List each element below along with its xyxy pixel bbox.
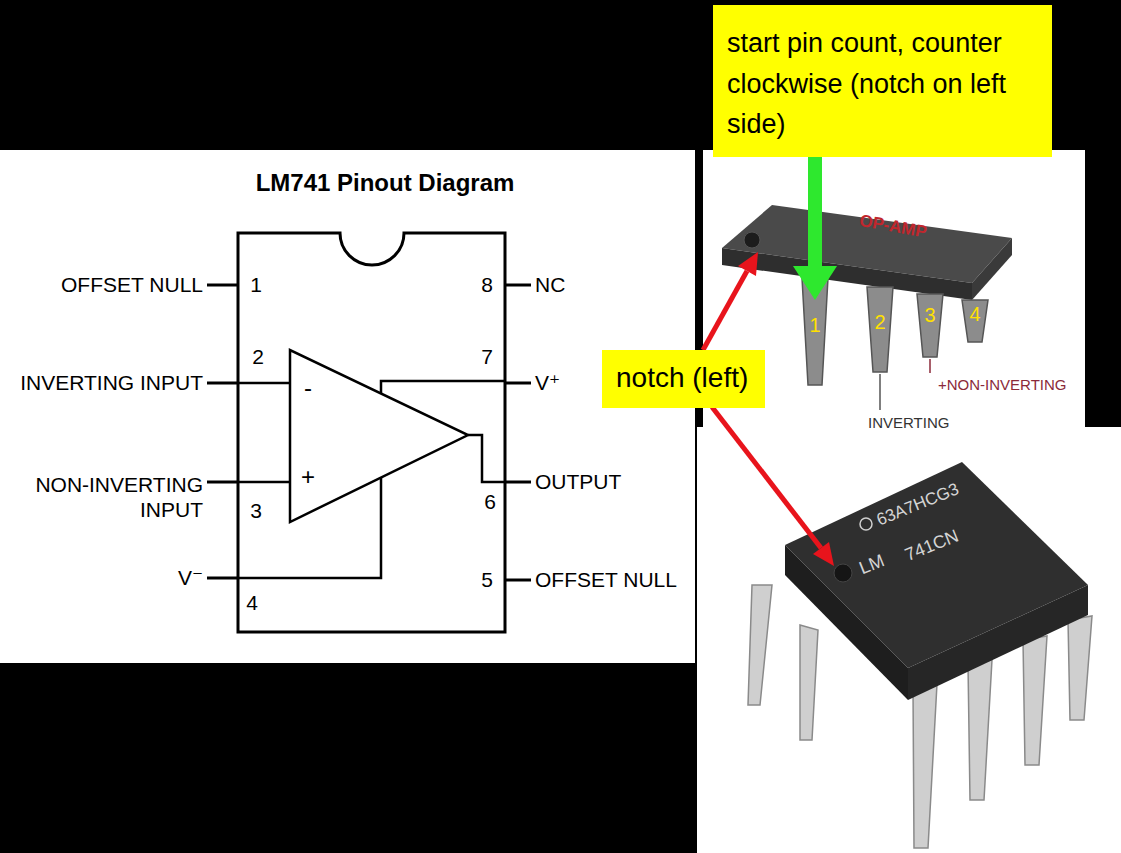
chip-marking: 741CN — [902, 525, 962, 566]
pinout-panel — [0, 150, 695, 663]
pin-number: 4 — [969, 302, 980, 326]
pin-number: 3 — [924, 303, 935, 327]
pin-name: INVERTING INPUT — [20, 370, 203, 395]
pin-number: 5 — [481, 567, 493, 592]
photo-panel — [697, 427, 1121, 853]
ic-outline — [238, 233, 505, 632]
pin-name: V⁺ — [535, 370, 560, 395]
chip-marking: 63A7HCG3 — [874, 479, 962, 530]
pin-name: OFFSET NULL — [535, 567, 677, 592]
chip-marking: LM — [856, 550, 887, 579]
input-sign: - — [304, 374, 312, 403]
chip-marking: OP-AMP — [858, 211, 929, 243]
red-arrows — [703, 252, 834, 566]
pin-name: OUTPUT — [535, 469, 621, 494]
pin-number: 1 — [809, 313, 820, 337]
pin-number: 7 — [481, 344, 493, 369]
callout-text: notch (left) — [616, 358, 748, 397]
pin-name: NC — [535, 272, 565, 297]
callout-box: start pin count, counter clockwise (notc… — [713, 5, 1052, 157]
pin-stubs — [207, 285, 531, 580]
pin-name: V⁻ — [178, 565, 203, 590]
pin-number: 3 — [250, 498, 262, 523]
pin-name: OFFSET NULL — [61, 272, 203, 297]
callout-box: notch (left) — [602, 350, 765, 408]
pin-number: 2 — [874, 310, 885, 334]
pin-number: 1 — [250, 272, 262, 297]
pin-name: +NON-INVERTING — [938, 376, 1067, 394]
input-sign: + — [301, 463, 315, 492]
pin-number: 8 — [481, 272, 493, 297]
callout-text: start pin count, counter clockwise (notc… — [727, 23, 1038, 145]
pin-number: 2 — [252, 344, 264, 369]
pin-number: 6 — [484, 489, 496, 514]
pin-name: NON-INVERTING INPUT — [3, 472, 203, 522]
pin-number: 4 — [246, 590, 258, 615]
op-amp-symbol — [238, 350, 505, 578]
green-arrow — [793, 155, 837, 300]
pin-name: INVERTING — [868, 414, 949, 432]
diagram-title: LM741 Pinout Diagram — [256, 169, 515, 198]
